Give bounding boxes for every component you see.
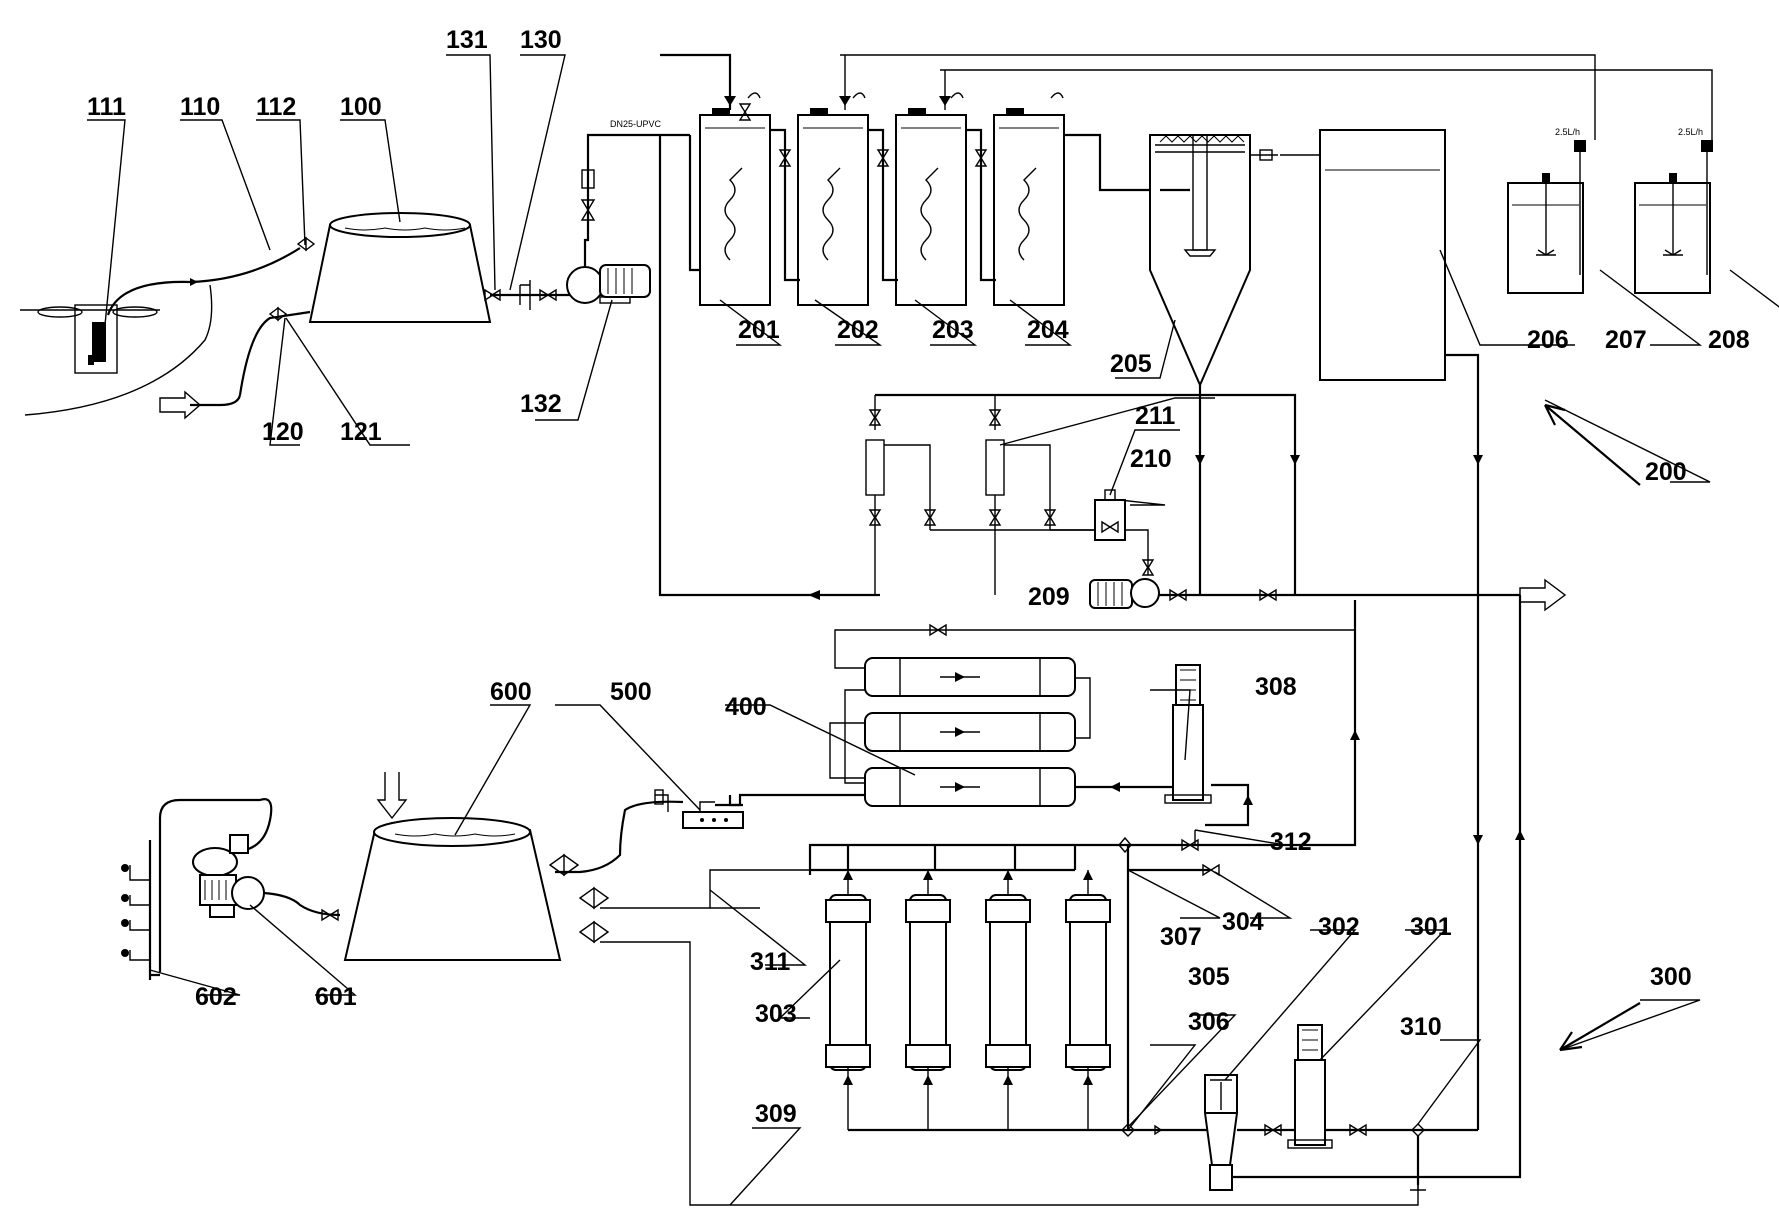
label-500: 500	[610, 678, 652, 706]
membrane-section	[600, 595, 1525, 1206]
label-111: 111	[87, 93, 126, 121]
direction-arrow-200	[1544, 403, 1641, 486]
ro-membrane-array-400	[864, 657, 1076, 807]
cartridge-filter-302	[1203, 1074, 1239, 1191]
recirculation-pump-209	[1089, 578, 1160, 609]
pipe-spec-label: DN25-UPVC	[610, 119, 662, 129]
reactor-202	[797, 92, 869, 306]
label-307: 307	[1160, 923, 1202, 951]
label-209: 209	[1028, 583, 1070, 611]
direction-arrow-300	[1559, 1002, 1641, 1052]
tap-outlets-602	[121, 840, 160, 980]
label-304: 304	[1222, 908, 1264, 936]
label-310: 310	[1400, 1013, 1442, 1041]
label-200: 200	[1645, 458, 1687, 486]
label-306: 306	[1188, 1008, 1230, 1036]
label-601: 601	[315, 983, 357, 1011]
label-400: 400	[725, 693, 767, 721]
high-pressure-pump-308	[1164, 664, 1212, 804]
label-305: 305	[1188, 963, 1230, 991]
label-112: 112	[256, 93, 296, 121]
label-302: 302	[1318, 913, 1360, 941]
transfer-pump-132	[566, 264, 651, 304]
labels: 111 110 112 100 131 130 120 121 132 201 …	[87, 26, 1750, 1128]
dose-rate-208: 2.5L/h	[1678, 127, 1703, 137]
label-202: 202	[837, 316, 879, 344]
label-206: 206	[1527, 326, 1569, 354]
label-130: 130	[520, 26, 562, 54]
label-110: 110	[180, 93, 220, 121]
label-131: 131	[446, 26, 488, 54]
label-303: 303	[755, 1000, 797, 1028]
reactor-201	[699, 92, 771, 306]
label-203: 203	[932, 316, 974, 344]
intake-section: DN25-UPVC	[20, 119, 690, 420]
label-308: 308	[1255, 673, 1297, 701]
booster-pump-601	[158, 798, 273, 972]
flow-meter-500	[682, 801, 744, 829]
storage-tank-100	[308, 212, 492, 323]
label-204: 204	[1027, 316, 1069, 344]
reactor-203	[895, 92, 967, 306]
label-311: 311	[750, 948, 790, 976]
label-207: 207	[1605, 326, 1647, 354]
label-600: 600	[490, 678, 532, 706]
label-120: 120	[262, 418, 304, 446]
label-312: 312	[1270, 828, 1312, 856]
dose-rate-207: 2.5L/h	[1555, 127, 1580, 137]
label-121: 121	[340, 418, 382, 446]
label-132: 132	[520, 390, 562, 418]
dosing-tank-208	[1634, 140, 1713, 294]
label-301: 301	[1410, 913, 1452, 941]
product-tank-600	[343, 817, 562, 961]
label-210: 210	[1130, 445, 1172, 473]
label-100: 100	[340, 93, 382, 121]
label-201: 201	[738, 316, 780, 344]
product-section	[121, 772, 744, 980]
reactor-204	[993, 92, 1065, 306]
label-300: 300	[1650, 963, 1692, 991]
label-211: 211	[1135, 402, 1175, 430]
uf-module-array-303	[825, 870, 1111, 1130]
label-205: 205	[1110, 350, 1152, 378]
filter-column-211	[865, 395, 1095, 595]
submersible-pump-111	[74, 304, 118, 374]
dosing-tank-207	[1507, 140, 1586, 294]
feed-pump-301	[1287, 1024, 1333, 1149]
treatment-section: 2.5L/h 2.5L/h	[658, 53, 1713, 985]
clarifier-205	[1149, 134, 1278, 388]
reagent-vessel-210	[1094, 489, 1155, 576]
label-208: 208	[1708, 326, 1750, 354]
label-309: 309	[755, 1100, 797, 1128]
leader-lines	[87, 54, 1779, 1206]
label-602: 602	[195, 983, 237, 1011]
storage-tank-206	[1319, 129, 1446, 381]
